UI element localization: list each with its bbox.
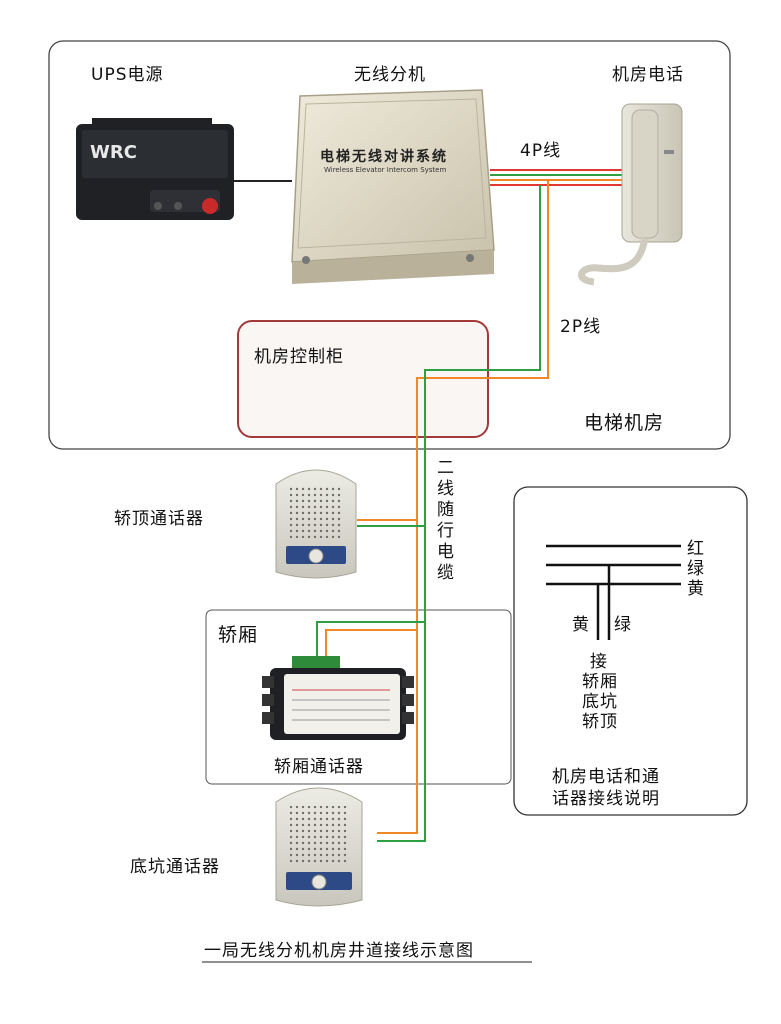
pit-intercom-device [275, 787, 363, 907]
legend-wires [546, 544, 681, 640]
legend-tap-green-label: 绿 [614, 615, 632, 635]
wire-4p [490, 169, 622, 186]
legend-caption-line: 话器接线说明 [552, 789, 660, 809]
machine-room-phone-device [578, 103, 683, 286]
line-4p-label: 4P线 [520, 141, 562, 161]
traveling-cable-label: 二线随行电缆 [433, 458, 453, 584]
pit-intercom-label: 底坑通话器 [130, 857, 220, 877]
legend-yellow-label: 黄 [687, 579, 705, 599]
legend-connect-line: 轿厢 [582, 672, 618, 692]
car-top-intercom-label: 轿顶通话器 [114, 509, 204, 529]
elevator-machine-room-label: 电梯机房 [584, 412, 665, 434]
wireless-unit-label: 无线分机 [354, 65, 426, 85]
machine-room-frame [48, 40, 731, 450]
machine-room-phone-label: 机房电话 [612, 65, 684, 85]
unit-en-text: Wireless Elevator Intercom System [324, 166, 447, 174]
legend-red-label: 红 [687, 539, 705, 559]
wire-2p-green [377, 185, 541, 842]
control-cabinet-label: 机房控制柜 [254, 347, 344, 367]
wireless-unit-device [291, 89, 495, 284]
diagram-title: 一局无线分机机房井道接线示意图 [204, 941, 474, 961]
legend-connect-line: 底坑 [582, 692, 618, 712]
wire-2p-orange [377, 180, 549, 834]
ups-brand-text: WRC [90, 142, 137, 163]
car-intercom-label: 轿厢通话器 [274, 757, 364, 777]
line-2p-label: 2P线 [560, 317, 602, 337]
car-label: 轿厢 [218, 624, 259, 646]
legend-caption: 机房电话和通 话器接线说明 [552, 766, 660, 810]
legend-tap-yellow-label: 黄 [572, 615, 590, 635]
legend-connect-line: 轿顶 [582, 712, 618, 732]
ups-device [76, 118, 234, 220]
legend-connect-line: 接 [590, 652, 608, 672]
ups-label: UPS电源 [91, 65, 164, 85]
legend-green-label: 绿 [687, 559, 705, 579]
legend-frame [513, 486, 748, 816]
legend-caption-line: 机房电话和通 [552, 767, 660, 787]
car-top-intercom-device [275, 469, 357, 579]
wire-car-green [316, 621, 425, 664]
unit-cn-text: 电梯无线对讲系统 [320, 149, 448, 165]
wire-car-orange [325, 629, 417, 664]
legend-connect-list: 接 轿厢 底坑 轿顶 [582, 652, 618, 732]
car-intercom-device [262, 656, 414, 740]
car-frame [205, 609, 512, 785]
